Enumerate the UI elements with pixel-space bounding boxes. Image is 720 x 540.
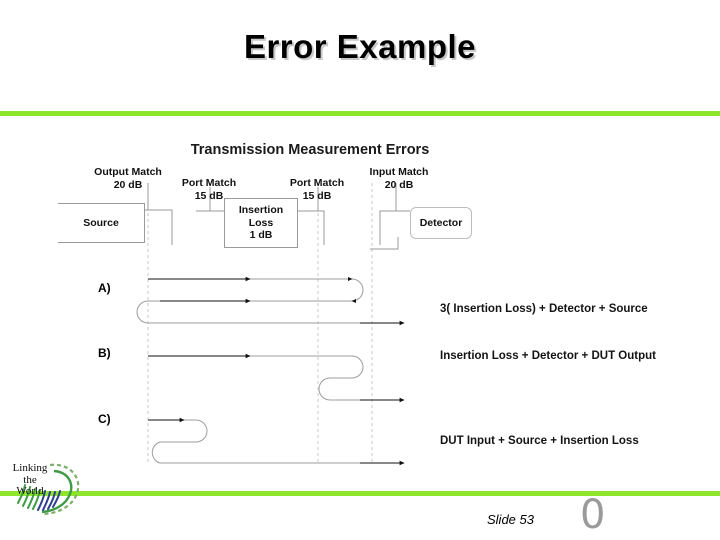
page-number-label: 0: [580, 492, 606, 538]
diagram-title: Transmission Measurement Errors: [190, 142, 430, 158]
label-port-match-2-line2: 15 dB: [302, 189, 332, 202]
label-input-match-line1: Input Match: [369, 166, 429, 178]
label-output-match-line1: Output Match: [94, 166, 162, 178]
label-port-match-1-line1: Port Match: [181, 177, 237, 189]
logo-swoosh-icon: [17, 463, 80, 516]
page-title: Error Example: [243, 28, 477, 65]
source-block-label: Source: [83, 216, 119, 229]
accent-rule-top: [0, 111, 720, 116]
case-note-c: DUT Input + Source + Insertion Loss: [440, 435, 639, 447]
case-note-b: Insertion Loss + Detector + DUT Output: [440, 350, 656, 362]
case-note-a: 3( Insertion Loss) + Detector + Source: [440, 303, 648, 315]
label-input-match-line2: 20 dB: [384, 178, 414, 191]
source-block: Source: [58, 203, 145, 243]
detector-block-label: Detector: [419, 216, 463, 229]
case-label-a: A): [98, 281, 111, 295]
signal-path-graphic: [136, 183, 410, 466]
logo-line-3: World: [16, 485, 44, 497]
label-port-match-2-line1: Port Match: [289, 177, 345, 189]
detector-block: Detector: [410, 207, 472, 239]
diagram-canvas: Transmission Measurement Errors: [0, 125, 720, 480]
label-output-match: Output Match 20 dB: [82, 166, 174, 191]
label-port-match-1-line2: 15 dB: [194, 189, 224, 202]
accent-rule-bottom: [0, 491, 720, 496]
logo-line-1: Linking: [12, 462, 48, 474]
logo-wordmark: Linking the World: [7, 462, 53, 498]
insertion-loss-block: Insertion Loss 1 dB: [224, 198, 298, 248]
insertion-loss-line3: 1 dB: [249, 229, 273, 242]
logo-line-2: the: [23, 473, 37, 486]
label-input-match: Input Match 20 dB: [353, 166, 445, 191]
insertion-loss-line1: Insertion: [238, 204, 284, 217]
case-label-b: B): [98, 346, 111, 360]
case-label-c: C): [98, 412, 111, 426]
label-port-match-2: Port Match 15 dB: [271, 177, 363, 202]
label-port-match-1: Port Match 15 dB: [163, 177, 255, 202]
insertion-loss-line2: Loss: [248, 216, 274, 229]
label-output-match-line2: 20 dB: [113, 178, 143, 191]
slide-number-label: Slide 53: [487, 512, 534, 527]
company-logo: Linking the World: [4, 459, 90, 521]
